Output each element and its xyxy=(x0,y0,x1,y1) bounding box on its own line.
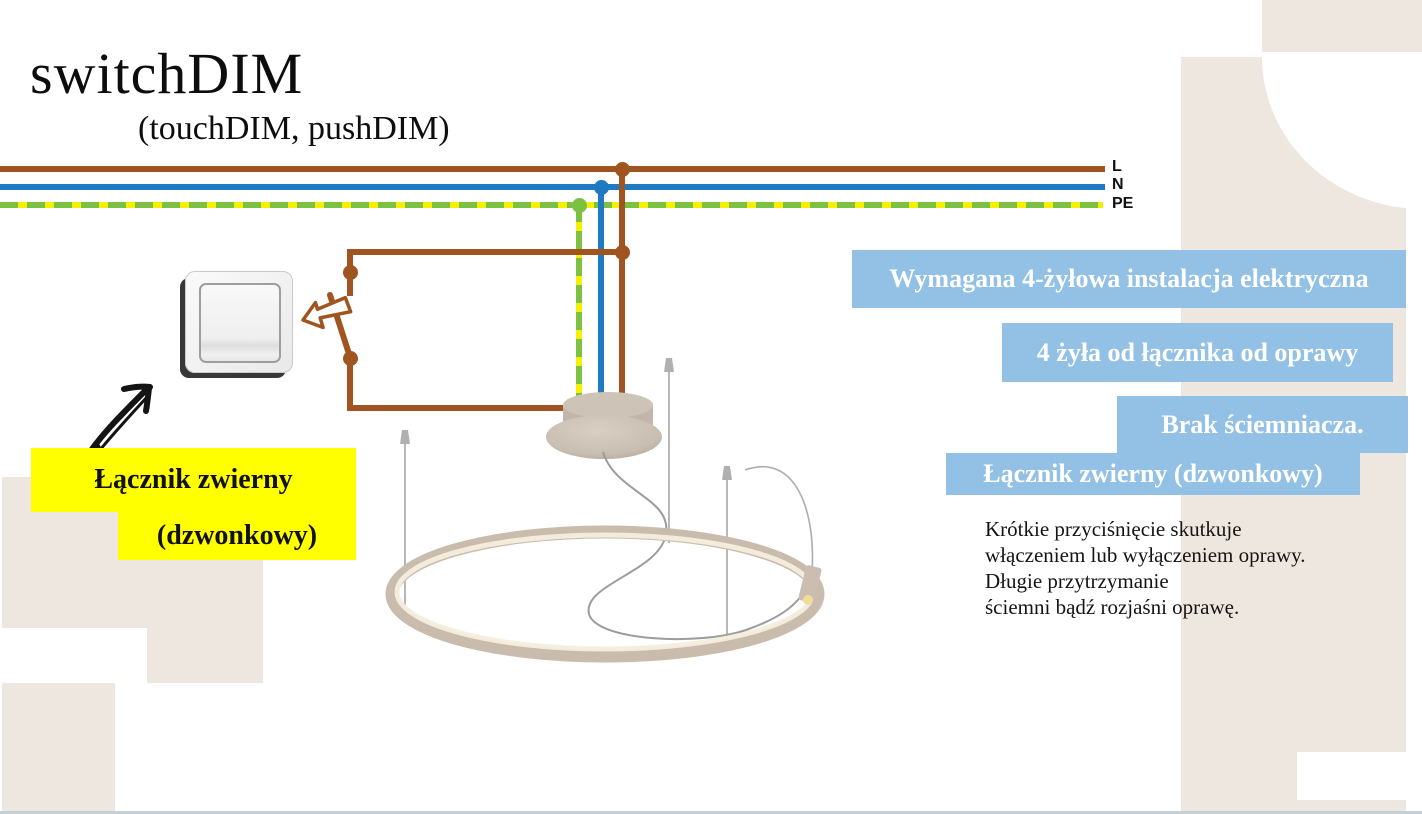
description-line-3: Długie przytrzymanie xyxy=(985,569,1169,593)
switch-actuator-arrow-icon xyxy=(301,295,353,330)
description-paragraph: Krótkie przyciśnięcie skutkuje włączenie… xyxy=(985,516,1306,620)
bg-tile-left-3 xyxy=(147,628,263,683)
yellow-label-line1: Łącznik zwierny xyxy=(31,448,356,512)
wall-switch xyxy=(185,271,293,373)
wire-drop-n xyxy=(598,186,604,404)
page-subtitle: (touchDIM, pushDIM) xyxy=(138,110,450,147)
info-box-2-text: 4 żyła od łącznika od oprawy xyxy=(1036,337,1359,367)
bg-notch-bottom-right xyxy=(1297,752,1422,800)
ring-connector xyxy=(798,565,822,603)
bg-tile-top-right-square xyxy=(1262,0,1422,52)
yellow-label-text2: (dzwonkowy) xyxy=(156,520,318,551)
description-line-1: Krótkie przyciśnięcie skutkuje xyxy=(985,517,1242,541)
info-box-3: Brak ściemniacza. xyxy=(1117,396,1408,453)
bottom-accent-bar xyxy=(0,811,1422,814)
lamp-canopy xyxy=(546,392,662,459)
lamp-power-cord xyxy=(587,451,807,641)
info-box-4: Łącznik zwierny (dzwonkowy) xyxy=(946,453,1360,495)
wire-label-pe: PE xyxy=(1112,195,1134,212)
info-box-3-text: Brak ściemniacza. xyxy=(1161,409,1364,439)
lamp-cord-loop xyxy=(744,465,814,573)
yellow-label-text1: Łącznik zwierny xyxy=(94,464,293,495)
info-box-4-text: Łącznik zwierny (dzwonkowy) xyxy=(983,459,1323,488)
info-box-2: 4 żyła od łącznika od oprawy xyxy=(1002,323,1393,382)
wire-switch-loop-top xyxy=(347,249,625,255)
junction-dot-n xyxy=(594,180,609,195)
junction-dot-l xyxy=(615,162,630,177)
wire-label-l: L xyxy=(1112,158,1122,175)
wall-switch-rocker xyxy=(199,283,281,363)
pendant-lamp xyxy=(385,358,825,663)
lamp-ring xyxy=(385,525,825,663)
bg-tile-left-4 xyxy=(2,683,115,812)
description-line-4: ściemni bądź rozjaśni oprawę. xyxy=(985,595,1240,619)
wire-line-n xyxy=(0,184,1105,190)
junction-dot-loop xyxy=(615,245,630,260)
hand-drawn-arrow-icon xyxy=(82,383,153,460)
cable-gripper-icon xyxy=(400,358,732,480)
description-line-2: włączeniem lub wyłączeniem oprawy. xyxy=(985,543,1306,567)
switch-contact-dot-top xyxy=(343,265,358,280)
wire-line-pe xyxy=(0,202,1103,208)
wire-line-l xyxy=(0,166,1105,172)
wire-switch-stub-bottom xyxy=(347,356,353,411)
wire-switch-loop-bottom xyxy=(347,405,585,411)
wire-drop-l xyxy=(619,168,625,414)
wire-label-n: N xyxy=(1112,176,1124,193)
wire-drop-pe xyxy=(576,204,582,404)
switch-contact-dot-bottom xyxy=(343,351,358,366)
info-box-1-text: Wymagana 4-żyłowa instalacja elektryczna xyxy=(889,264,1369,293)
yellow-label-line2: (dzwonkowy) xyxy=(118,512,356,560)
connector-glow xyxy=(803,595,813,605)
suspension-cables xyxy=(404,372,728,648)
page-title: switchDIM xyxy=(30,41,304,106)
junction-dot-pe xyxy=(572,198,587,213)
switch-lever-icon xyxy=(327,292,353,360)
info-box-1: Wymagana 4-żyłowa instalacja elektryczna xyxy=(852,250,1406,308)
